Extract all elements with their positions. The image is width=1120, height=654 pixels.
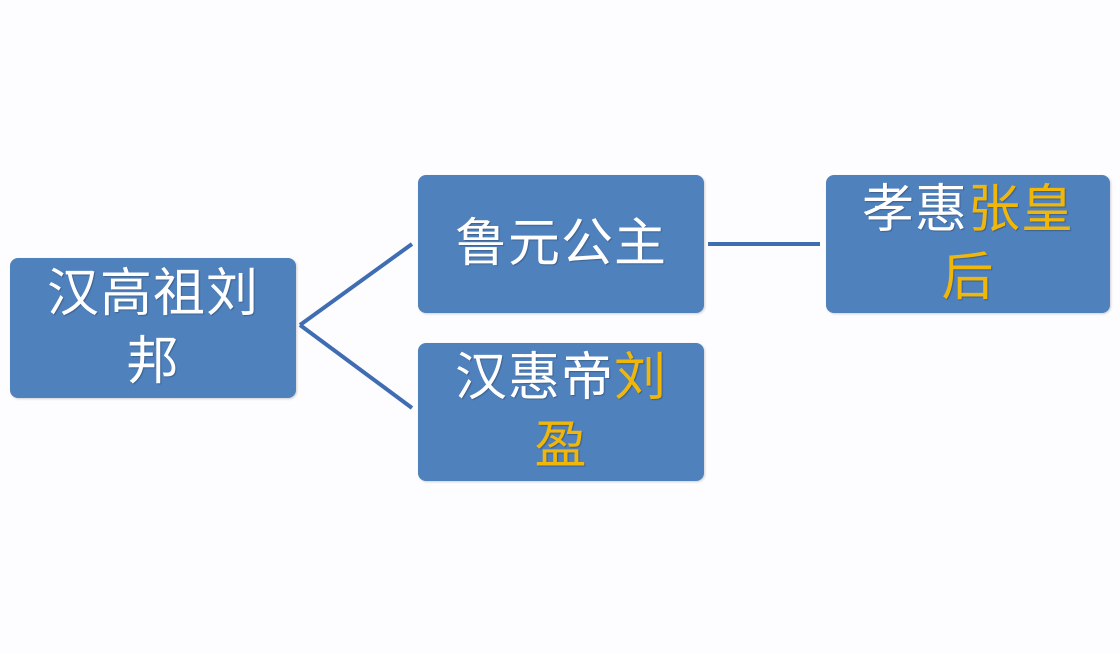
- edge-root-to-child1: [298, 242, 414, 327]
- node-label: 汉高祖刘邦: [33, 260, 273, 396]
- label-plain: 鲁元公主: [454, 214, 667, 274]
- label-plain: 汉惠帝: [454, 348, 614, 408]
- node-emperor-gaozu: 汉高祖刘邦: [10, 258, 296, 398]
- node-label: 孝惠张皇后: [848, 176, 1088, 312]
- node-empress-zhang: 孝惠张皇后: [826, 175, 1110, 313]
- node-emperor-hui: 汉惠帝刘盈: [418, 343, 704, 481]
- label-plain: 汉高祖刘邦: [46, 264, 259, 392]
- label-plain: 孝惠: [861, 180, 968, 240]
- node-princess-luyuan: 鲁元公主: [418, 175, 704, 313]
- node-label: 汉惠帝刘盈: [441, 344, 681, 480]
- label-highlight: 张皇后: [941, 180, 1075, 308]
- node-label: 鲁元公主: [455, 210, 667, 278]
- label-highlight: 刘盈: [534, 348, 668, 476]
- edge-root-to-child2: [298, 323, 414, 410]
